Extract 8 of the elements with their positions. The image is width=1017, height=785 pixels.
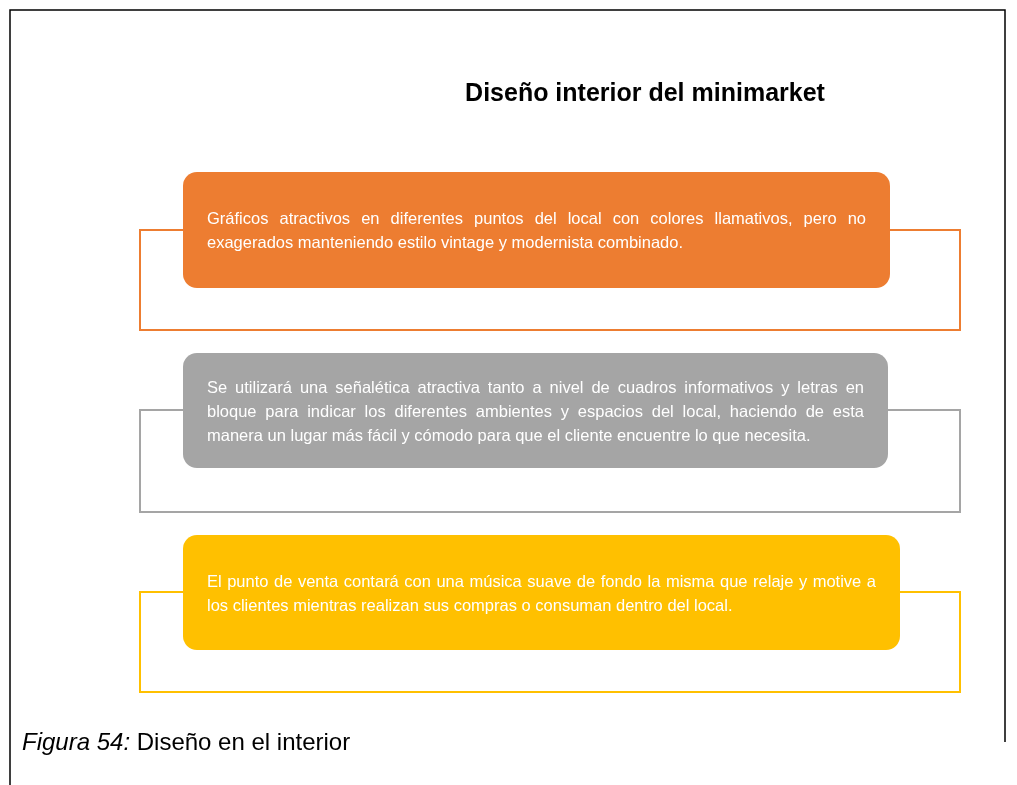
panel-text: El punto de venta contará con una música suave de fondo la misma que relaje y motive a los clientes mientras realizan sus compras o consuman dentro del local. [207, 570, 876, 616]
panel-text: Gráficos atractivos en diferentes puntos del local con colores llamativos, pero no exagerados manteniendo estilo vintage y modernista combinado. [207, 208, 866, 253]
text-panel [183, 172, 890, 288]
text-panel [183, 535, 900, 650]
panel-text: Se utilizará una señalética atractiva tanto a nivel de cuadros informativos y letras en bloque para indicar los diferentes ambientes y espacios del local, haciendo de esta manera un lugar más fácil y cómodo para que el cliente encuentre lo que necesita. [207, 376, 864, 446]
figure-caption: Figura 54: Diseño en el interior [22, 728, 351, 756]
diagram-title: Diseño interior del minimarket [464, 78, 826, 107]
text-panel [183, 353, 888, 468]
